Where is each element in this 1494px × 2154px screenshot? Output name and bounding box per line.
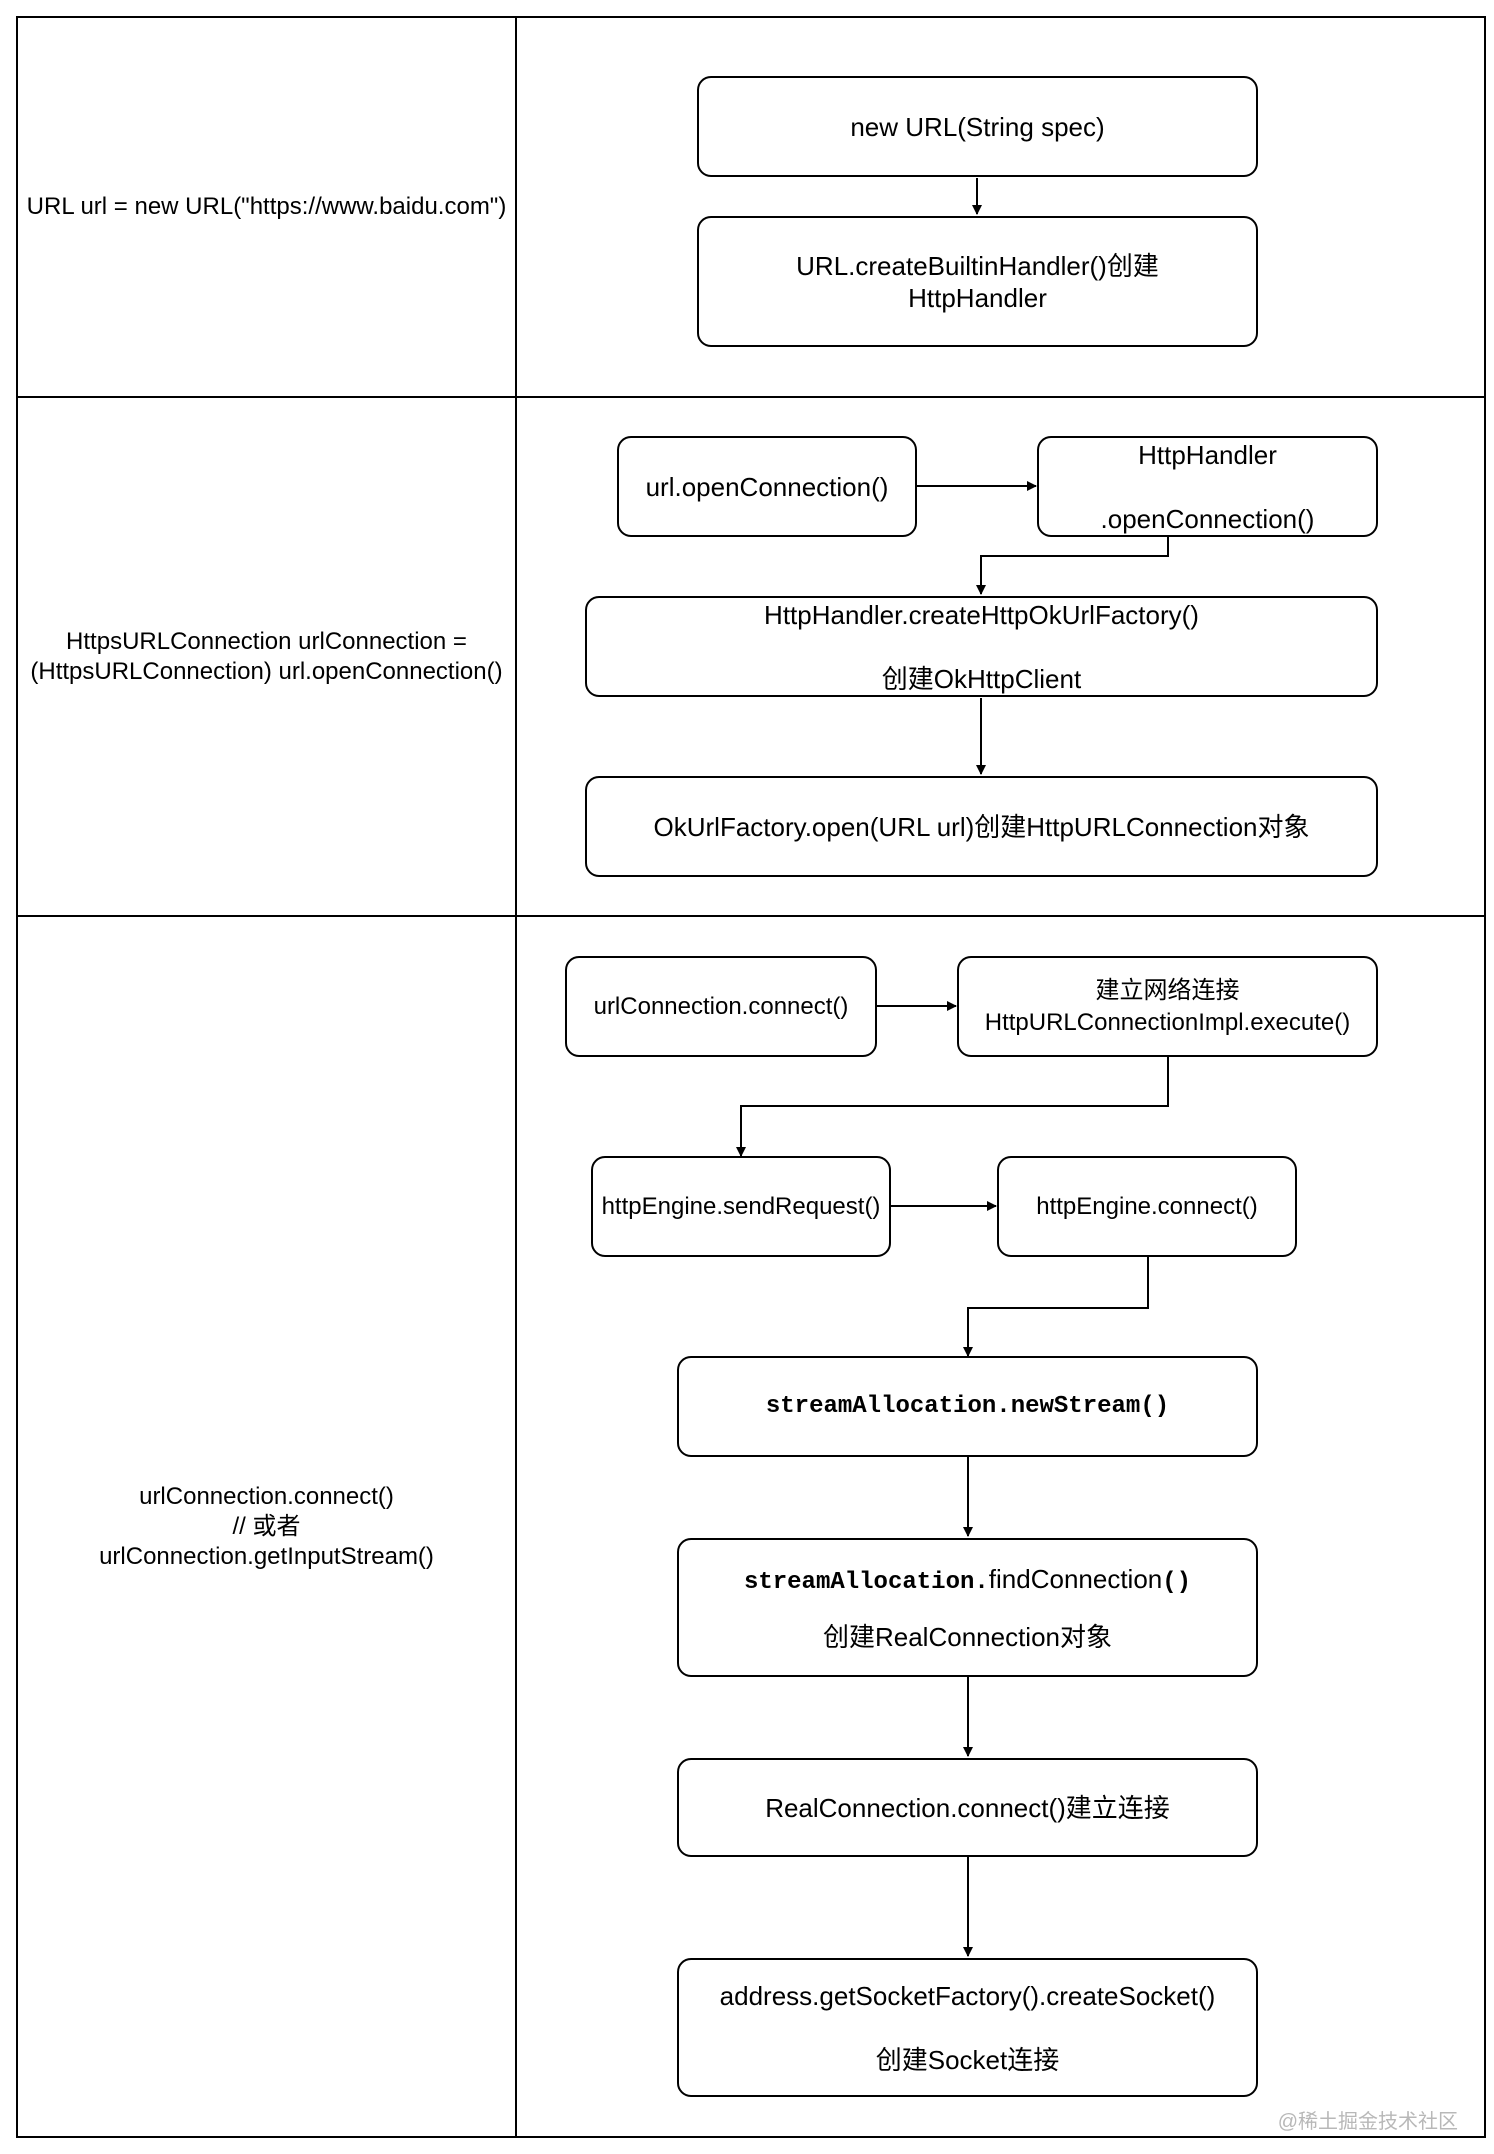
arrow-handleropen-to-factory [976,536,1169,595]
find-connection-desc: 创建RealConnection对象 [822,1621,1112,1652]
node-engine-connect: httpEngine.connect() [997,1156,1297,1257]
find-connection-method: findConnection [988,1563,1163,1594]
node-url-open-connection: url.openConnection() [617,436,917,537]
node-url-connection-connect: urlConnection.connect() [565,956,877,1057]
row2-code-label: HttpsURLConnection urlConnection = (Http… [30,627,503,685]
node-create-socket: address.getSocketFactory().createSocket(… [677,1958,1258,2097]
node-impl-execute: 建立网络连接 HttpURLConnectionImpl.execute() [957,956,1378,1057]
arrow-execute-to-sendrequest [736,1056,1169,1157]
row-divider-2 [16,915,1486,917]
row3-code-label: urlConnection.connect() // 或者 urlConnect… [99,1482,434,1570]
column-divider [515,16,517,2138]
node-handler-open-connection: HttpHandler .openConnection() [1037,436,1378,537]
arrow-engineconnect-to-newstream [963,1256,1149,1357]
node-new-url: new URL(String spec) [697,76,1258,177]
node-real-connection-connect: RealConnection.connect()建立连接 [677,1758,1258,1857]
find-connection-prefix: streamAllocation. [743,1568,989,1596]
find-connection-call: streamAllocation. findConnection () [744,1563,1191,1599]
diagram-frame [16,16,1486,2138]
find-connection-parens: () [1162,1568,1192,1596]
node-send-request: httpEngine.sendRequest() [591,1156,891,1257]
row-divider-1 [16,396,1486,398]
node-ok-url-factory-open: OkUrlFactory.open(URL url)创建HttpURLConne… [585,776,1378,877]
node-create-builtin-handler: URL.createBuiltinHandler()创建 HttpHandler [697,216,1258,347]
watermark: @稀土掘金技术社区 [1277,2111,1458,2133]
node-new-stream: streamAllocation.newStream() [677,1356,1258,1457]
row1-code-label: URL url = new URL("https://www.baidu.com… [26,193,507,220]
node-find-connection: streamAllocation. findConnection () 创建Re… [677,1538,1258,1677]
node-create-ok-url-factory: HttpHandler.createHttpOkUrlFactory() 创建O… [585,596,1378,697]
